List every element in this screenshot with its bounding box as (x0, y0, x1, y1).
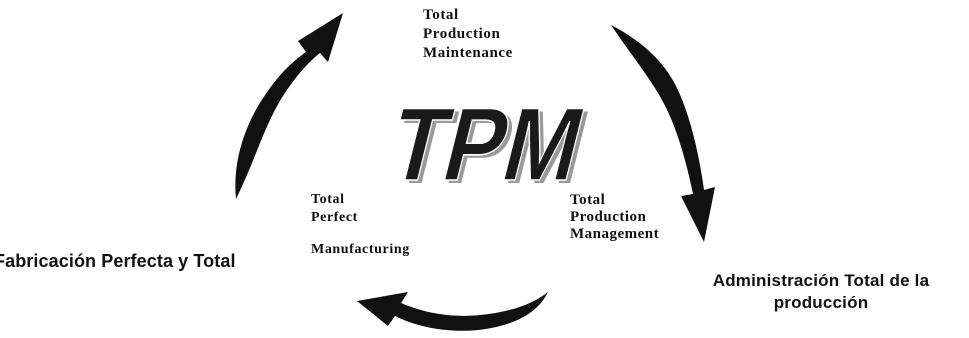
tpm-logo: TPM TPM (380, 86, 599, 196)
label-administracion-total: Administración Total de la producción (676, 270, 966, 314)
label-line: Total (570, 192, 606, 208)
arrow-upper-right (611, 25, 715, 242)
label-total-perfect-manufacturing: Total Perfect Manufacturing (311, 191, 410, 259)
label-line: Maintenance (423, 45, 513, 61)
label-line: Perfect (311, 210, 358, 225)
tpm-logo-text: TPM (380, 86, 595, 196)
label-line: Manufacturing (311, 242, 410, 257)
label-line: Total (423, 7, 459, 23)
tpm-logo-shadow: TPM (382, 89, 599, 196)
label-fabricacion-perfecta: Fabricación Perfecta y Total (0, 251, 236, 271)
label-gap (311, 227, 410, 241)
label-total-production-maintenance: Total Production Maintenance (423, 6, 513, 63)
arrow-bottom (357, 292, 548, 331)
label-total-production-management: Total Production Management (570, 192, 659, 243)
label-line: Production (570, 209, 647, 225)
arrow-upper-left (235, 13, 343, 199)
label-line: Management (570, 226, 660, 242)
label-line: producción (773, 293, 869, 312)
label-line: Total (311, 192, 345, 207)
label-line: Administración Total de la (712, 271, 930, 290)
label-line: Production (423, 26, 501, 42)
